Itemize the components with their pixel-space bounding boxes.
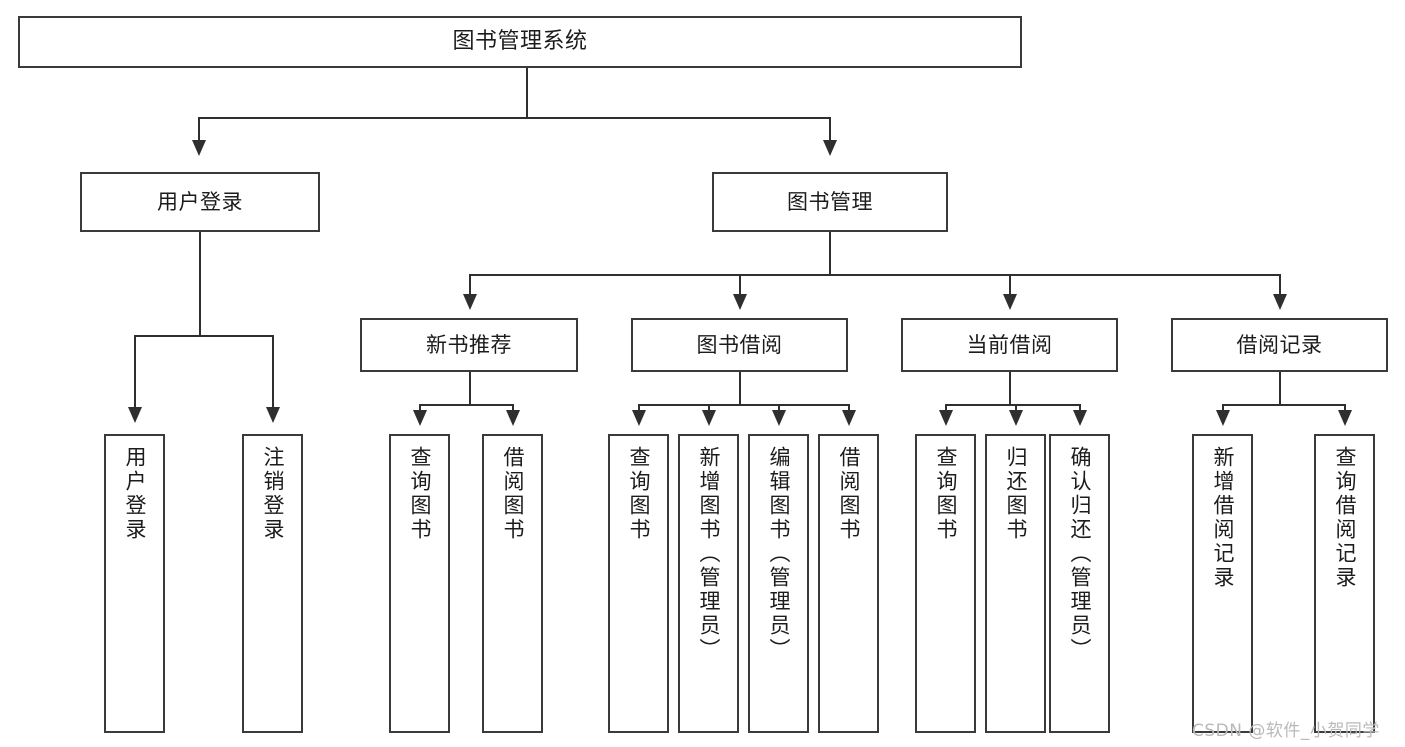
connector-borrow-record-stem	[1279, 372, 1281, 405]
arrow-bm-to-borrow-record	[1273, 294, 1287, 310]
leaf-book-borrow-borrow-book[interactable]: 借阅图书	[818, 434, 879, 733]
arrow-root-to-user-login	[192, 140, 206, 156]
leaf-new-book-query-book[interactable]: 查询图书	[389, 434, 450, 733]
arrow-cb-to-leaf-3	[1073, 410, 1087, 426]
arrow-bm-to-current-borrow	[1003, 294, 1017, 310]
connector-user-login-bus	[134, 335, 274, 337]
leaf-book-borrow-query-book[interactable]: 查询图书	[608, 434, 669, 733]
leaf-borrow-record-query-record[interactable]: 查询借阅记录	[1314, 434, 1375, 733]
connector-bm-to-current-borrow	[1009, 274, 1011, 295]
connector-current-borrow-bus	[945, 404, 1080, 406]
node-label: 图书管理	[787, 189, 873, 214]
node-label: 查询图书	[408, 446, 432, 542]
connector-root-to-book-management	[829, 117, 831, 141]
connector-bb-to-leaf-2	[708, 404, 710, 412]
node-label: 注销登录	[261, 446, 285, 542]
connector-bm-to-new-book	[469, 274, 471, 295]
arrow-br-to-leaf-1	[1216, 410, 1230, 426]
arrow-user-login-to-leaf-2	[266, 407, 280, 423]
connector-new-book-stem	[469, 372, 471, 405]
connector-bm-to-book-borrow	[739, 274, 741, 295]
node-label: 查询图书	[627, 446, 651, 542]
csdn-watermark: CSDN @软件_小贺同学	[1192, 721, 1380, 741]
connector-bb-to-leaf-3	[778, 404, 780, 412]
node-label: 查询借阅记录	[1333, 446, 1357, 590]
node-label: 新增图书（管理员）	[697, 446, 721, 662]
leaf-current-borrow-query-book[interactable]: 查询图书	[915, 434, 976, 733]
node-label: 图书管理系统	[452, 29, 588, 55]
leaf-user-login-logout[interactable]: 注销登录	[242, 434, 303, 733]
node-borrow-record[interactable]: 借阅记录	[1171, 318, 1388, 372]
connector-current-borrow-stem	[1009, 372, 1011, 405]
node-book-management[interactable]: 图书管理	[712, 172, 948, 232]
node-label: 当前借阅	[966, 332, 1053, 357]
node-current-borrow[interactable]: 当前借阅	[901, 318, 1118, 372]
arrow-nb-to-leaf-2	[506, 410, 520, 426]
leaf-book-borrow-edit-book-admin[interactable]: 编辑图书（管理员）	[748, 434, 809, 733]
connector-user-login-to-leaf-1	[134, 335, 136, 408]
node-new-book-recommend[interactable]: 新书推荐	[360, 318, 578, 372]
connector-nb-to-leaf-2	[512, 404, 514, 412]
arrow-cb-to-leaf-1	[939, 410, 953, 426]
node-label: 查询图书	[934, 446, 958, 542]
arrow-bb-to-leaf-3	[772, 410, 786, 426]
leaf-current-borrow-confirm-return-admin[interactable]: 确认归还（管理员）	[1049, 434, 1110, 733]
connector-cb-to-leaf-2	[1015, 404, 1017, 412]
arrow-bb-to-leaf-1	[632, 410, 646, 426]
connector-bb-to-leaf-4	[848, 404, 850, 412]
arrow-br-to-leaf-2	[1338, 410, 1352, 426]
connector-bm-to-borrow-record	[1279, 274, 1281, 295]
leaf-new-book-borrow-book[interactable]: 借阅图书	[482, 434, 543, 733]
arrow-bm-to-new-book	[463, 294, 477, 310]
node-book-borrow[interactable]: 图书借阅	[631, 318, 848, 372]
connector-borrow-record-bus	[1222, 404, 1345, 406]
connector-br-to-leaf-2	[1344, 404, 1346, 412]
connector-cb-to-leaf-3	[1079, 404, 1081, 412]
connector-bb-to-leaf-1	[638, 404, 640, 412]
connector-root-stem	[526, 68, 528, 118]
node-label: 借阅图书	[501, 446, 525, 542]
arrow-bb-to-leaf-4	[842, 410, 856, 426]
node-label: 借阅图书	[837, 446, 861, 542]
connector-user-login-to-leaf-2	[272, 335, 274, 408]
node-label: 用户登录	[157, 189, 243, 214]
connector-book-borrow-bus	[638, 404, 849, 406]
node-label: 确认归还（管理员）	[1068, 446, 1092, 662]
connector-root-to-user-login	[198, 117, 200, 141]
connector-book-management-stem	[829, 232, 831, 275]
node-label: 归还图书	[1004, 446, 1028, 542]
arrow-nb-to-leaf-1	[413, 410, 427, 426]
leaf-user-login-login[interactable]: 用户登录	[104, 434, 165, 733]
connector-br-to-leaf-1	[1222, 404, 1224, 412]
connector-book-management-bus	[469, 274, 1279, 276]
connector-nb-to-leaf-1	[419, 404, 421, 412]
leaf-current-borrow-return-book[interactable]: 归还图书	[985, 434, 1046, 733]
node-label: 用户登录	[123, 446, 147, 542]
arrow-user-login-to-leaf-1	[128, 407, 142, 423]
connector-new-book-bus	[419, 404, 513, 406]
arrow-bm-to-book-borrow	[733, 294, 747, 310]
arrow-cb-to-leaf-2	[1009, 410, 1023, 426]
leaf-book-borrow-add-book-admin[interactable]: 新增图书（管理员）	[678, 434, 739, 733]
connector-user-login-stem	[199, 232, 201, 336]
connector-book-borrow-stem	[739, 372, 741, 405]
node-root-book-management-system[interactable]: 图书管理系统	[18, 16, 1022, 68]
node-user-login[interactable]: 用户登录	[80, 172, 320, 232]
node-label: 编辑图书（管理员）	[767, 446, 791, 662]
node-label: 新增借阅记录	[1211, 446, 1235, 590]
connector-root-bus	[198, 117, 830, 119]
arrow-bb-to-leaf-2	[702, 410, 716, 426]
leaf-borrow-record-add-record[interactable]: 新增借阅记录	[1192, 434, 1253, 733]
connector-cb-to-leaf-1	[945, 404, 947, 412]
node-label: 借阅记录	[1236, 332, 1323, 357]
arrow-root-to-book-management	[823, 140, 837, 156]
node-label: 新书推荐	[426, 332, 512, 357]
node-label: 图书借阅	[696, 332, 783, 357]
